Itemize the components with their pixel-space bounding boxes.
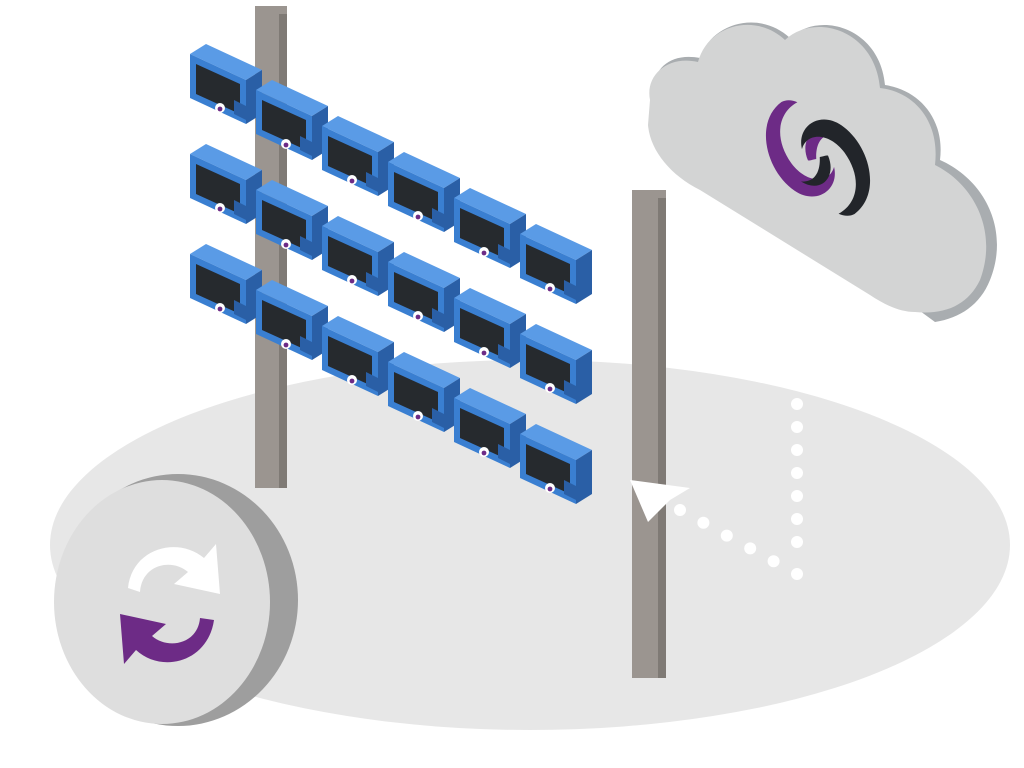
drive-unit [256,80,328,160]
drive-unit [256,280,328,360]
drive-unit [190,244,262,324]
cloud-side [654,22,997,322]
drive-unit [190,144,262,224]
path-dot [791,467,803,479]
drive-unit [520,224,592,304]
drive-unit [322,316,394,396]
cloud [648,22,997,322]
path-dot [791,568,803,580]
path-dot [791,444,803,456]
siacoin-logo-icon [766,100,870,216]
drive-rack [190,6,666,678]
path-dot [720,529,733,542]
path-dot [791,352,803,364]
arrow-cursor-icon [630,480,690,522]
dotted-path [674,352,803,580]
drive-unit [520,324,592,404]
drive-unit [454,188,526,268]
sync-disc-face [54,480,270,724]
drive-unit [454,388,526,468]
path-dot [744,542,757,555]
path-dot [791,421,803,433]
drive-unit [256,180,328,260]
drive-unit [388,152,460,232]
drive-unit [454,288,526,368]
path-dot [791,490,803,502]
drive-unit [190,44,262,124]
path-dot [674,504,686,516]
sync-disc [54,474,298,726]
rack-post-right-side [658,198,666,678]
path-dot [791,375,803,387]
drive-unit [322,216,394,296]
path-dot [697,516,710,529]
path-dot [767,555,780,568]
cloud-face [648,24,987,313]
drive-unit [388,252,460,332]
drive-grid [190,44,592,504]
sync-arrows-icon [120,544,220,664]
path-dot [791,513,803,525]
path-dot [791,536,803,548]
drive-unit [520,424,592,504]
path-dot [791,398,803,410]
rack-post-left-side [279,14,287,488]
drive-unit [322,116,394,196]
